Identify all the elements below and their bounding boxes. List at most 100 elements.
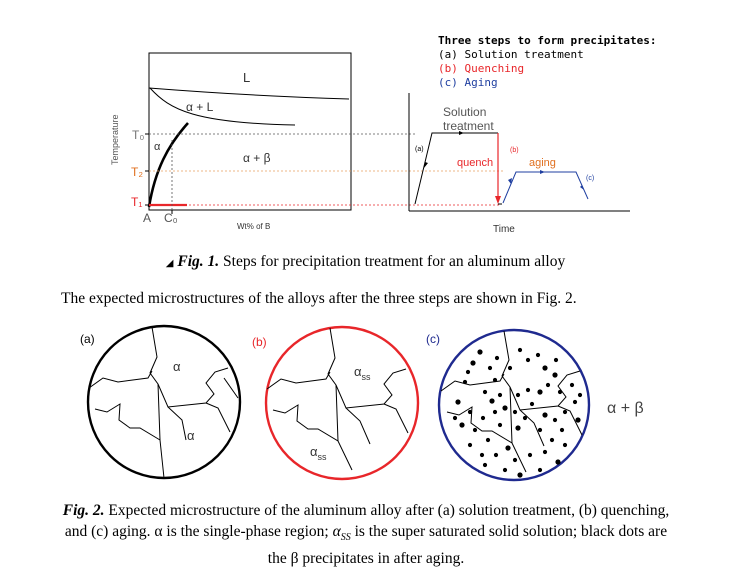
fig2-caption-label: Fig. 2. (62, 502, 105, 519)
beta-precipitate-dot (535, 352, 541, 358)
beta-precipitate-dot (472, 427, 478, 433)
beta-precipitate-dot (522, 415, 528, 421)
quench-arrow (495, 196, 501, 204)
beta-precipitate-dot (562, 409, 568, 415)
beta-precipitate-dot (515, 425, 521, 431)
beta-precipitate-dot (512, 457, 518, 463)
phase-diagram-frame (148, 52, 352, 211)
beta-precipitate-dot (452, 415, 458, 421)
beta-precipitate-dot (497, 392, 503, 398)
solvus-line (147, 122, 189, 208)
beta-precipitate-dot (537, 467, 543, 473)
region-alpha-liquid: α + L (186, 100, 214, 114)
beta-precipitate-dot (502, 467, 508, 473)
beta-precipitate-dot (577, 392, 583, 398)
mark-b: (b) (510, 147, 519, 154)
beta-precipitate-dot (482, 389, 488, 395)
comp-c0-label: C₀ (164, 211, 178, 225)
micro-c: (c) (426, 328, 591, 482)
beta-precipitate-dot (477, 349, 483, 355)
beta-precipitate-dot (517, 472, 523, 478)
steps-legend: Three steps to form precipitates: (a) So… (438, 34, 657, 90)
beta-precipitate-dot (537, 389, 543, 395)
beta-precipitate-dot (489, 398, 495, 404)
alpha-beta-label: α + β (607, 400, 644, 417)
beta-precipitate-dot (537, 427, 543, 433)
beta-precipitate-dot (507, 365, 513, 371)
micro-b-label: (b) (252, 335, 267, 349)
y-axis-label: Temperature (110, 114, 120, 165)
beta-precipitate-dot (512, 409, 518, 415)
micro-a-alpha-2: α (187, 428, 195, 443)
beta-precipitate-dot (502, 405, 508, 411)
micro-b-alpha-ss-1: αss (354, 364, 371, 382)
micro-a: α α (a) (80, 324, 242, 480)
micro-b-circle (264, 325, 420, 481)
region-liquid: L (243, 70, 250, 85)
beta-precipitate-dot (572, 399, 578, 405)
beta-precipitate-dot (494, 355, 500, 361)
beta-precipitate-dot (462, 379, 468, 385)
temp-t1-label: T₁ (131, 195, 142, 209)
micro-c-circle (437, 328, 591, 482)
temp-t0-label: T₀ (132, 128, 144, 142)
region-alpha: α (154, 141, 161, 153)
micro-a-circle (86, 324, 242, 480)
beta-precipitate-dot (465, 369, 471, 375)
aging-arrow-3 (580, 185, 584, 190)
solution-label-1: Solution (443, 105, 486, 119)
aging-arrow-2 (540, 170, 545, 174)
beta-precipitate-dot (459, 422, 465, 428)
phase-diagram: L α + L α α + β T₀ T₂ T₁ A C₀ Wt% of B T… (110, 52, 505, 231)
aging-arrow-1 (508, 178, 512, 184)
micro-b-grain-boundaries (266, 327, 409, 471)
beta-precipitate-dot (553, 357, 559, 363)
comp-a-label: A (143, 211, 151, 225)
beta-precipitate-dot (525, 357, 531, 363)
beta-precipitate-dot (485, 437, 491, 443)
beta-precipitate-dot (527, 452, 533, 458)
beta-precipitate-dot (515, 392, 521, 398)
beta-precipitate-dot (455, 399, 461, 405)
beta-precipitate-dot (470, 360, 476, 366)
beta-precipitate-dot (492, 377, 498, 383)
micro-c-grain-boundaries (440, 330, 583, 473)
beta-precipitate-dot (517, 347, 523, 353)
solution-arrow-2 (459, 131, 464, 135)
temp-t2-label: T₂ (131, 165, 143, 179)
micro-a-alpha-1: α (173, 359, 181, 374)
body-paragraph: The expected microstructures of the allo… (61, 290, 577, 307)
solidus-line (149, 87, 296, 126)
beta-precipitate-dot (575, 417, 581, 423)
beta-precipitate-dot (552, 372, 558, 378)
fig2-caption-ss: αSS (332, 523, 351, 544)
fig1-caption: ◢ Fig. 1. Steps for precipitation treatm… (165, 253, 566, 270)
time-plot: Solution treatment (a) (b) (c) quench ag… (408, 93, 630, 235)
steps-heading: Three steps to form precipitates: (438, 34, 657, 47)
x-axis-label: Wt% of B (237, 222, 270, 231)
beta-precipitate-dot (493, 452, 499, 458)
beta-precipitate-dot (479, 452, 485, 458)
beta-precipitate-dot (467, 409, 473, 415)
beta-precipitate-dot (542, 365, 548, 371)
mark-c: (c) (586, 175, 594, 182)
solution-arrow-1 (424, 162, 428, 168)
beta-precipitate-dot (545, 382, 551, 388)
beta-precipitate-dot (562, 442, 568, 448)
quench-label: quench (457, 157, 493, 169)
micro-b-alpha-ss-2: αss (310, 444, 327, 462)
beta-precipitate-dot (542, 412, 548, 418)
aging-path (502, 171, 589, 204)
micro-b: αss αss (b) (252, 325, 420, 481)
beta-precipitate-dot (497, 422, 503, 428)
fig1-caption-text: Steps for precipitation treatment for an… (219, 253, 566, 270)
fig2-caption-text1: Expected microstructure of the aluminum … (64, 502, 670, 540)
solution-path (414, 132, 498, 205)
fig2-caption: Fig. 2. Expected microstructure of the a… (60, 500, 672, 569)
mark-a: (a) (415, 146, 424, 153)
beta-precipitate-dot (525, 387, 531, 393)
beta-precipitate-dot (480, 415, 486, 421)
beta-precipitate-dot (505, 445, 511, 451)
fig2-caption-text2: is the super saturated solid solution; b… (267, 523, 668, 568)
